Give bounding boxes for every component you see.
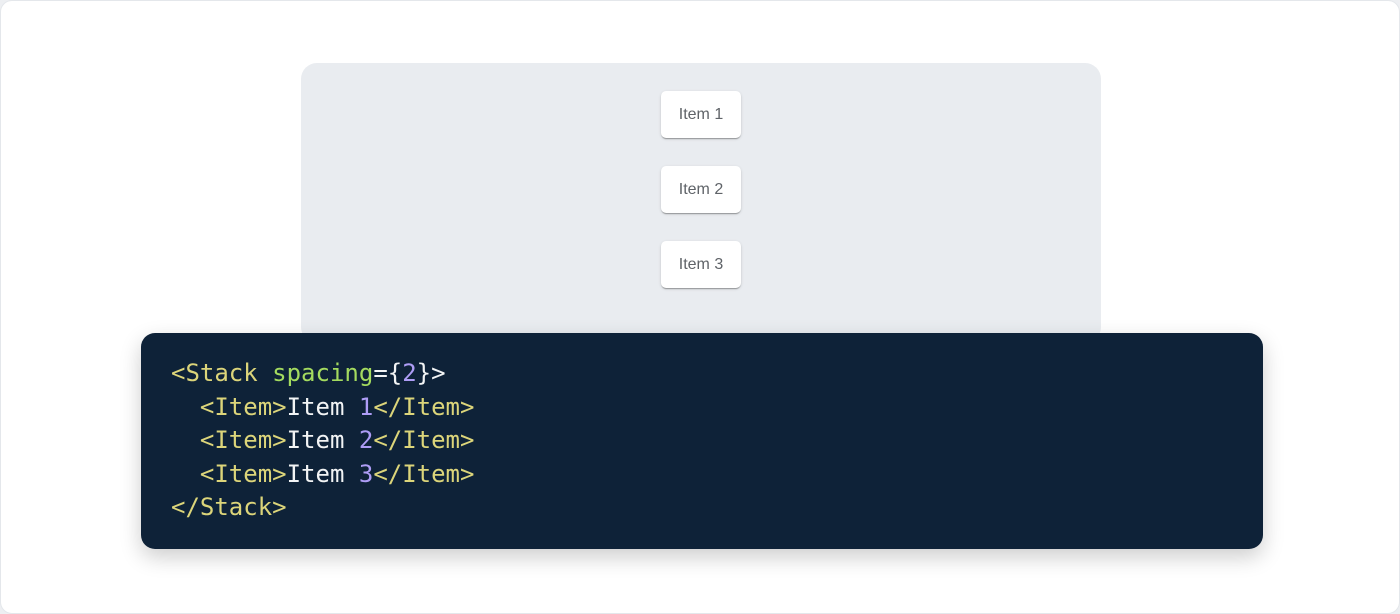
stack-item-label: Item 1 — [678, 105, 724, 123]
code-block: <Stack spacing={2}> <Item>Item 1</Item> … — [141, 333, 1263, 549]
stack-item: Item 1 — [661, 91, 741, 138]
code-token: 2 — [358, 426, 374, 455]
stack-item: Item 3 — [661, 241, 741, 288]
code-token: Item — [286, 459, 359, 488]
code-token: 2 — [402, 359, 417, 387]
code-token: ={ — [373, 359, 403, 387]
code-token: }> — [416, 359, 446, 387]
code-token — [171, 426, 200, 454]
code-token: </Stack> — [171, 493, 287, 522]
code-token: </Item> — [373, 459, 475, 488]
code-token: Item — [286, 392, 359, 421]
stack-item-label: Item 3 — [678, 255, 724, 273]
code-line: </Stack> — [171, 491, 1233, 525]
stack-item-label: Item 2 — [678, 180, 724, 198]
code-line: <Item>Item 2</Item> — [171, 424, 1233, 458]
code-snippet: <Stack spacing={2}> <Item>Item 1</Item> … — [171, 357, 1233, 525]
stack-item: Item 2 — [661, 166, 741, 213]
code-token: <Stack — [171, 359, 258, 387]
code-token — [171, 460, 200, 488]
code-token: 1 — [358, 392, 374, 421]
code-token: <Item> — [199, 426, 287, 455]
code-token: </Item> — [373, 426, 475, 455]
code-token: 3 — [358, 459, 374, 488]
code-token: <Item> — [199, 392, 287, 421]
code-token: </Item> — [373, 392, 475, 421]
code-token: <Item> — [199, 459, 287, 488]
code-token: Item — [286, 426, 359, 455]
code-line: <Item>Item 3</Item> — [171, 458, 1233, 492]
stack-demo-panel: Item 1 Item 2 Item 3 — [301, 63, 1101, 343]
code-line: <Item>Item 1</Item> — [171, 391, 1233, 425]
code-line: <Stack spacing={2}> — [171, 357, 1233, 391]
code-token — [171, 393, 200, 421]
code-token: spacing — [272, 359, 374, 387]
code-token — [258, 359, 272, 387]
